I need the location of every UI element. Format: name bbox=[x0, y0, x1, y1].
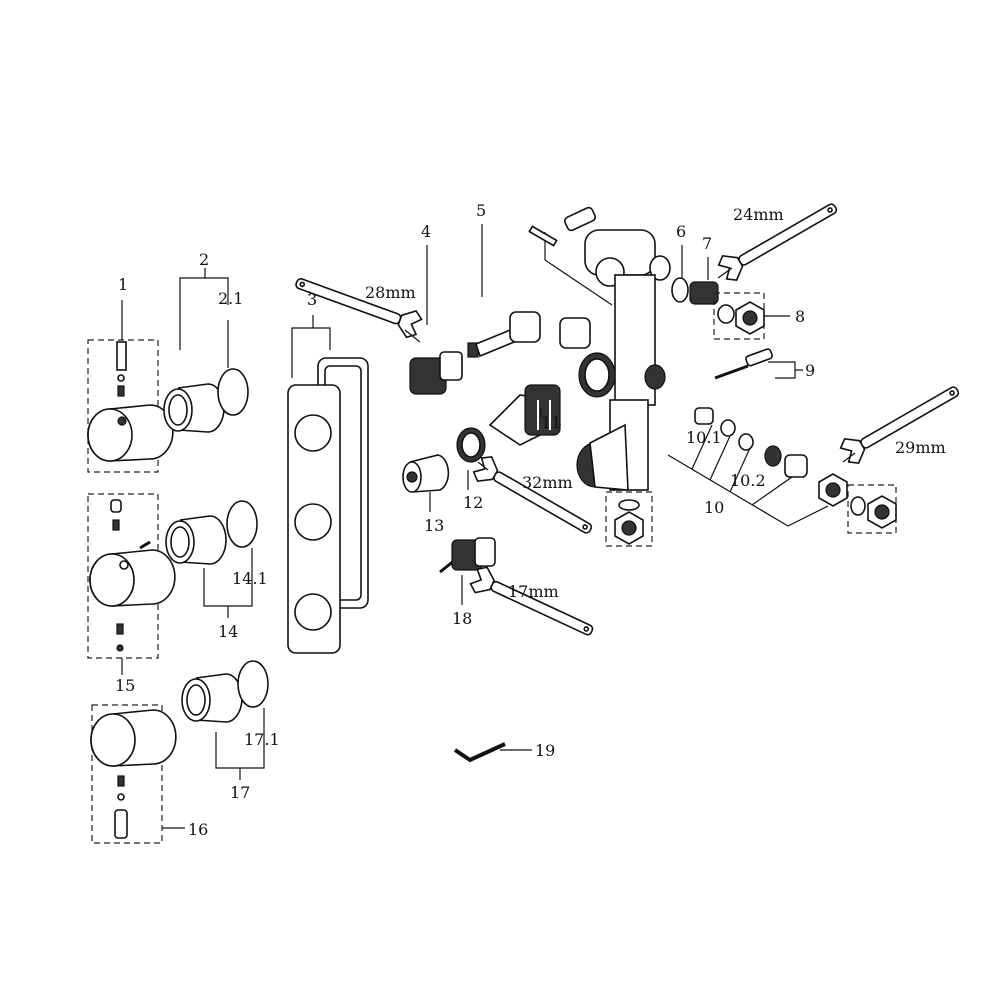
label-4: 4 bbox=[421, 222, 431, 241]
label-15: 15 bbox=[115, 676, 135, 695]
part-13-adapter: 13 bbox=[402, 454, 450, 535]
label-18: 18 bbox=[452, 609, 472, 628]
part-2-sleeve: 2 2.1 bbox=[163, 250, 249, 433]
label-19: 19 bbox=[535, 741, 555, 760]
label-3: 3 bbox=[307, 290, 317, 309]
part-4-cartridge: 4 bbox=[409, 222, 463, 395]
part-3-cover-plate: 3 bbox=[287, 290, 369, 654]
wrench-17mm-label: 17mm bbox=[508, 582, 559, 601]
valve-body bbox=[528, 206, 671, 491]
part-16-handle-assembly: 16 bbox=[90, 704, 208, 844]
label-5: 5 bbox=[476, 201, 486, 220]
label-2: 2 bbox=[199, 250, 209, 269]
part-9-screw-anchor: 9 bbox=[714, 348, 815, 380]
part-10-fitting-set: 10.1 10.2 10 bbox=[667, 407, 897, 534]
wrench-17mm: 17mm bbox=[467, 563, 599, 645]
label-10-2: 10.2 bbox=[730, 471, 766, 490]
wrench-28mm: 28mm bbox=[291, 268, 425, 343]
wrench-24mm-label: 24mm bbox=[733, 205, 784, 224]
label-17: 17 bbox=[230, 783, 250, 802]
label-10: 10 bbox=[704, 498, 724, 517]
part-1-handle-assembly: 1 bbox=[87, 275, 174, 473]
part-lower-fitting bbox=[605, 491, 653, 547]
label-16: 16 bbox=[188, 820, 208, 839]
label-1: 1 bbox=[118, 275, 128, 294]
label-8: 8 bbox=[795, 307, 805, 326]
wrench-32mm: 32mm bbox=[469, 452, 599, 543]
part-14-sleeve: 14.1 14 bbox=[165, 500, 268, 641]
label-7: 7 bbox=[702, 234, 712, 253]
wrench-24mm: 24mm bbox=[714, 194, 844, 285]
wrench-32mm-label: 32mm bbox=[522, 473, 573, 492]
wrench-29mm-label: 29mm bbox=[895, 438, 946, 457]
wrench-29mm: 29mm bbox=[836, 377, 966, 468]
label-10-1: 10.1 bbox=[686, 428, 722, 447]
part-6-o-ring: 6 bbox=[671, 222, 689, 303]
label-14: 14 bbox=[218, 622, 238, 641]
label-17-1: 17.1 bbox=[244, 730, 280, 749]
part-15-handle-assembly: 15 bbox=[87, 493, 176, 695]
part-11-thermostatic-cartridge: 11 bbox=[488, 384, 561, 446]
label-2-1: 2.1 bbox=[218, 289, 243, 308]
part-19-allen-key: 19 bbox=[453, 741, 555, 763]
part-17-sleeve: 17.1 17 bbox=[181, 660, 280, 802]
label-12: 12 bbox=[463, 493, 483, 512]
label-11: 11 bbox=[541, 413, 561, 432]
part-12-lock-ring: 12 bbox=[456, 427, 486, 512]
label-6: 6 bbox=[676, 222, 686, 241]
wrench-28mm-label: 28mm bbox=[365, 283, 416, 302]
label-14-1: 14.1 bbox=[232, 569, 268, 588]
part-5-spindle: 5 bbox=[467, 201, 541, 358]
label-13: 13 bbox=[424, 516, 444, 535]
part-8-nut-set: 8 bbox=[713, 292, 805, 340]
label-9: 9 bbox=[805, 361, 815, 380]
part-18-flow-cartridge: 18 bbox=[439, 537, 496, 628]
